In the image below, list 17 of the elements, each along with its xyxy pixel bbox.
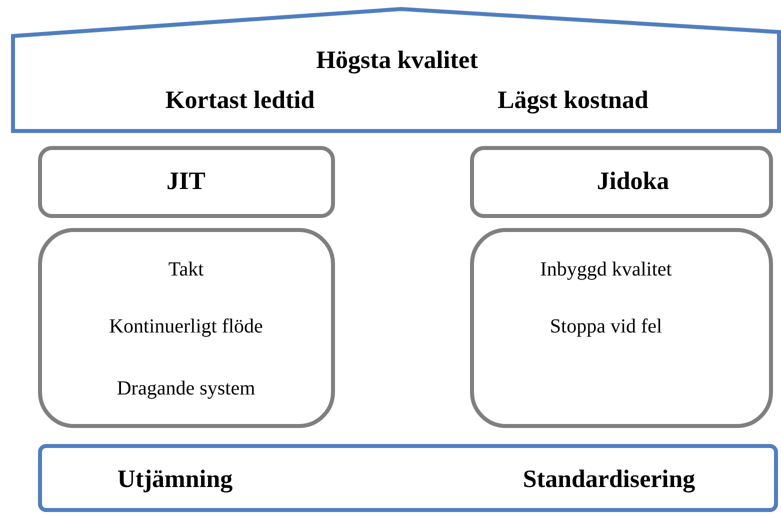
- pillar-body-box: [470, 228, 773, 428]
- foundation-box: [38, 444, 778, 512]
- foundation-label: Standardisering: [522, 466, 696, 494]
- foundation-label: Utjämning: [117, 466, 233, 494]
- goal-label: Kortast ledtid: [165, 87, 315, 115]
- pillar-item: Takt: [168, 258, 204, 282]
- pillar-item: Inbyggd kvalitet: [540, 258, 672, 282]
- pillar-title: Jidoka: [596, 168, 670, 196]
- pillar-item: Stoppa vid fel: [550, 316, 662, 338]
- goal-label: Lägst kostnad: [498, 87, 648, 115]
- pillar-body-box: [38, 228, 335, 428]
- pillar-header-box: [38, 146, 335, 218]
- goal-heading: Högsta kvalitet: [316, 47, 478, 75]
- pillar-item: Dragande system: [116, 378, 256, 400]
- pillar-header-box: [470, 146, 773, 218]
- pillar-title: JIT: [166, 168, 206, 196]
- pillar-item: Kontinuerligt flöde: [109, 316, 263, 338]
